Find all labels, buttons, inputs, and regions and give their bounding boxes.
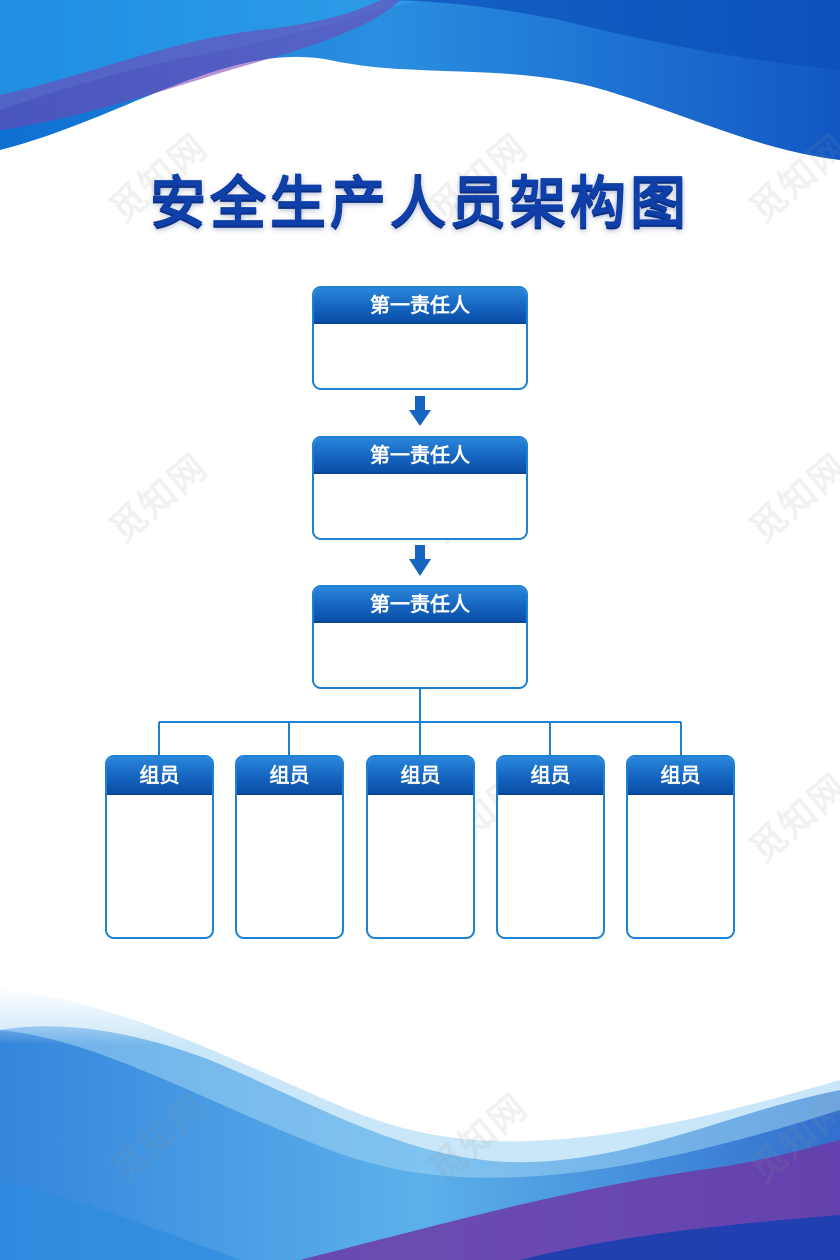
member-box-label: 组员 <box>237 757 342 795</box>
arrow-down-icon <box>409 545 431 576</box>
member-box-label: 组员 <box>368 757 473 795</box>
responsible-box-label: 第一责任人 <box>314 587 526 623</box>
member-box-3: 组员 <box>366 755 475 939</box>
member-box-2: 组员 <box>235 755 344 939</box>
responsible-box-1: 第一责任人 <box>312 286 528 390</box>
responsible-box-label: 第一责任人 <box>314 288 526 324</box>
tree-lines <box>158 689 682 755</box>
member-box-4: 组员 <box>496 755 605 939</box>
member-box-1: 组员 <box>105 755 214 939</box>
responsible-box-label: 第一责任人 <box>314 438 526 474</box>
member-box-label: 组员 <box>628 757 733 795</box>
responsible-box-3: 第一责任人 <box>312 585 528 689</box>
member-box-label: 组员 <box>107 757 212 795</box>
member-box-5: 组员 <box>626 755 735 939</box>
member-box-label: 组员 <box>498 757 603 795</box>
responsible-box-2: 第一责任人 <box>312 436 528 540</box>
arrow-down-icon <box>409 396 431 426</box>
page-title: 安全生产人员架构图 <box>150 171 690 236</box>
